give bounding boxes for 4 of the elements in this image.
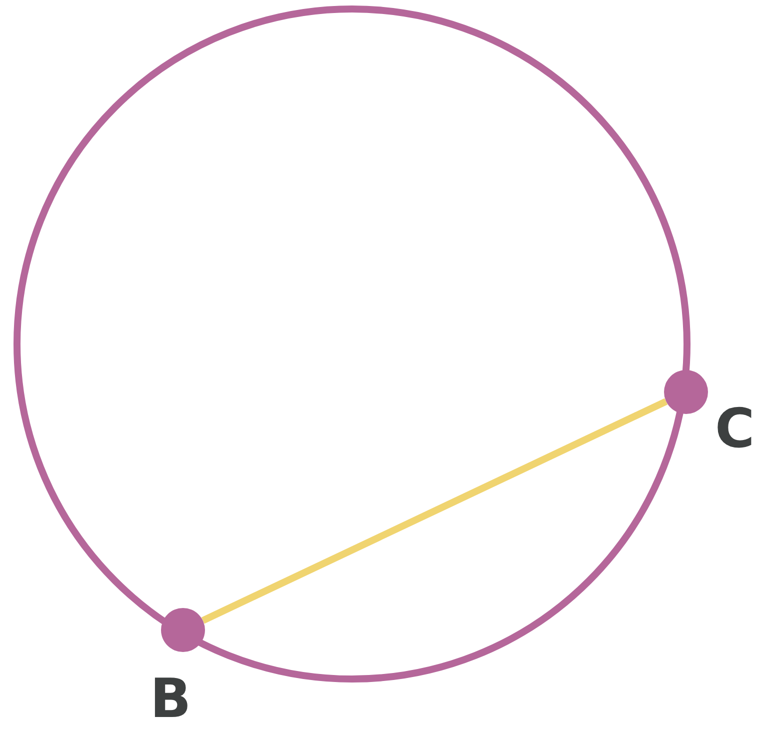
point-label: B xyxy=(150,672,192,726)
point-dot xyxy=(161,608,205,652)
chord-line xyxy=(201,398,668,624)
point-label: C xyxy=(715,402,755,456)
